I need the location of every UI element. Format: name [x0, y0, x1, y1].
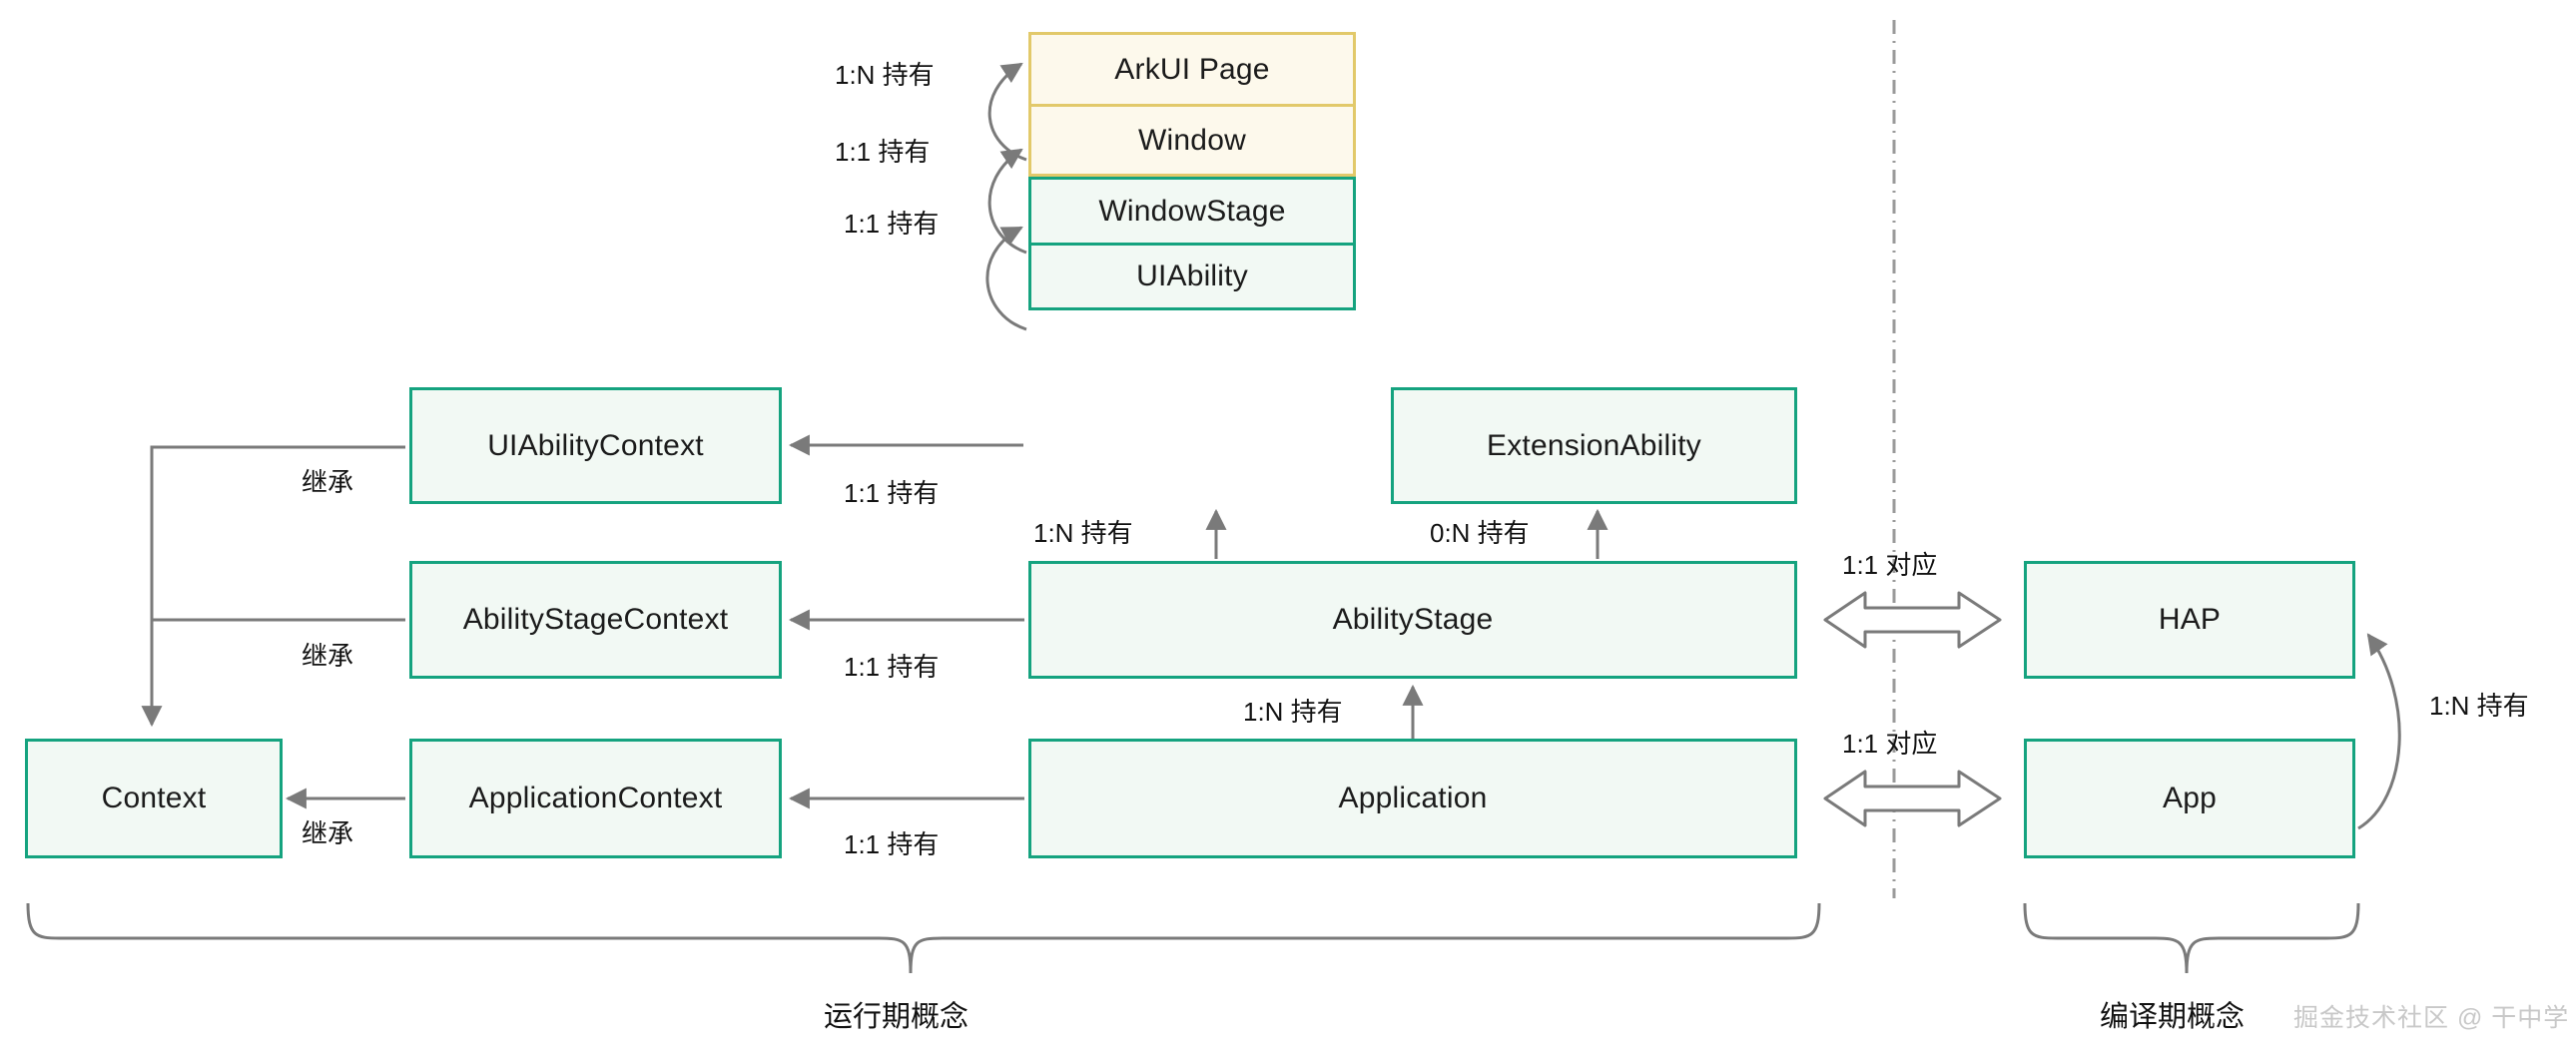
node-window-label: Window [1138, 123, 1246, 157]
node-extension-ability[interactable]: ExtensionAbility [1391, 387, 1797, 504]
connector-windowstage-to-window [987, 148, 1027, 255]
node-application-context[interactable]: ApplicationContext [409, 739, 782, 858]
brace-compiletime [2023, 902, 2360, 974]
node-application[interactable]: Application [1028, 739, 1797, 858]
edge-label-abilitystagecontext-inherits: 继承 [302, 641, 354, 671]
node-window[interactable]: Window [1028, 107, 1356, 177]
edge-label-applicationcontext-inherits: 继承 [302, 818, 354, 848]
edge-label-extensionability-from-abilitystage: 0:N 持有 [1430, 518, 1530, 548]
edge-label-abilitystage-hap-mapping: 1:1 对应 [1842, 550, 1938, 580]
node-arkui-page-label: ArkUI Page [1114, 52, 1270, 86]
node-ui-ability-context[interactable]: UIAbilityContext [409, 387, 782, 504]
node-ability-stage-label: AbilityStage [1332, 603, 1494, 636]
mapping-arrow-abilitystage-hap [1823, 591, 2002, 649]
connector-window-to-arkui-page [987, 62, 1027, 162]
node-application-context-label: ApplicationContext [468, 782, 723, 814]
node-window-stage-label: WindowStage [1098, 194, 1286, 228]
edge-label-applicationcontext-from-application: 1:1 持有 [844, 829, 940, 859]
node-arkui-page[interactable]: ArkUI Page [1028, 32, 1356, 107]
connector-uiabilitycontext-to-context [141, 445, 405, 728]
edge-label-windowstage-from-uiability: 1:1 持有 [844, 209, 940, 239]
node-extension-ability-label: ExtensionAbility [1487, 428, 1701, 462]
edge-label-page-from-window: 1:N 持有 [835, 60, 935, 90]
mapping-arrow-application-app [1823, 770, 2002, 827]
edge-label-application-app-mapping: 1:1 对应 [1842, 729, 1938, 759]
node-context[interactable]: Context [25, 739, 283, 858]
connector-app-to-hap [2357, 633, 2401, 830]
section-label-runtime: 运行期概念 [824, 1001, 969, 1033]
node-ui-ability-label: UIAbility [1136, 260, 1248, 292]
node-ui-ability-context-label: UIAbilityContext [487, 428, 704, 462]
node-application-label: Application [1338, 782, 1488, 814]
brace-runtime [26, 902, 1821, 974]
edge-label-uiabilitycontext-from-uiability: 1:1 持有 [844, 478, 940, 508]
node-hap-label: HAP [2158, 603, 2222, 636]
node-hap[interactable]: HAP [2024, 561, 2355, 679]
node-ui-ability[interactable]: UIAbility [1028, 246, 1356, 310]
edge-label-abilitystage-from-application: 1:N 持有 [1243, 697, 1343, 727]
node-ability-stage-context[interactable]: AbilityStageContext [409, 561, 782, 679]
edge-label-window-from-windowstage: 1:1 持有 [835, 137, 931, 167]
section-label-compiletime: 编译期概念 [2100, 1001, 2246, 1033]
edge-label-abilitystagecontext-from-abilitystage: 1:1 持有 [844, 652, 940, 682]
connector-uiability-to-windowstage [985, 226, 1027, 331]
node-app-label: App [2163, 782, 2217, 814]
node-ability-stage-context-label: AbilityStageContext [462, 603, 729, 636]
watermark: 掘金技术社区 @ 干中学 [2293, 1004, 2570, 1032]
edge-label-uiabilitycontext-inherits: 继承 [302, 467, 354, 497]
node-window-stage[interactable]: WindowStage [1028, 177, 1356, 246]
node-ability-stage[interactable]: AbilityStage [1028, 561, 1797, 679]
node-context-label: Context [101, 782, 207, 814]
edge-label-hap-from-app: 1:N 持有 [2429, 691, 2529, 721]
node-app[interactable]: App [2024, 739, 2355, 858]
edge-label-uiability-from-abilitystage: 1:N 持有 [1033, 518, 1133, 548]
